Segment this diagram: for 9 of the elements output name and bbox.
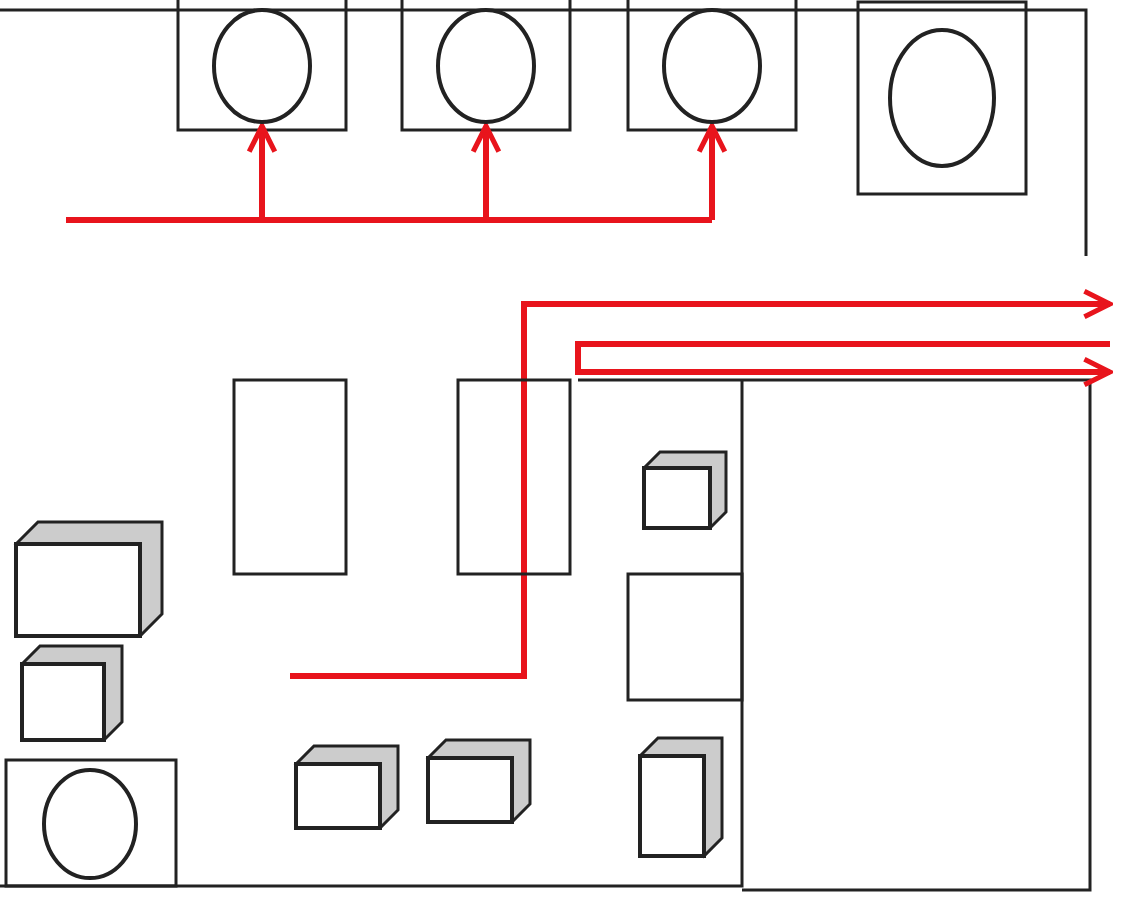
box-outline bbox=[456, 378, 572, 576]
arrow bbox=[696, 123, 728, 220]
box-outline bbox=[232, 378, 348, 576]
arrow bbox=[470, 123, 502, 220]
arrow bbox=[246, 123, 278, 220]
box-outline bbox=[626, 572, 744, 702]
circle-outline bbox=[436, 8, 536, 124]
circle-outline bbox=[662, 8, 762, 124]
circle-outline bbox=[212, 8, 312, 124]
